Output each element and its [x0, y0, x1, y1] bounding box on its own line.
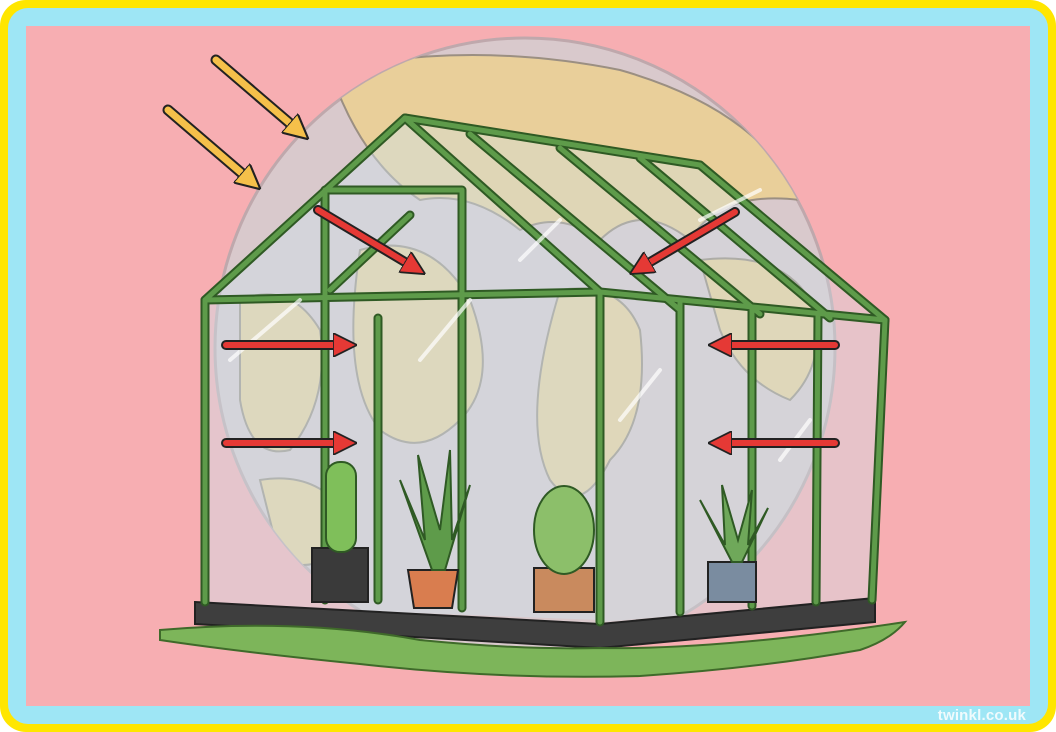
watermark: twinkl.co.uk — [938, 707, 1026, 724]
shrub-icon — [534, 486, 594, 612]
